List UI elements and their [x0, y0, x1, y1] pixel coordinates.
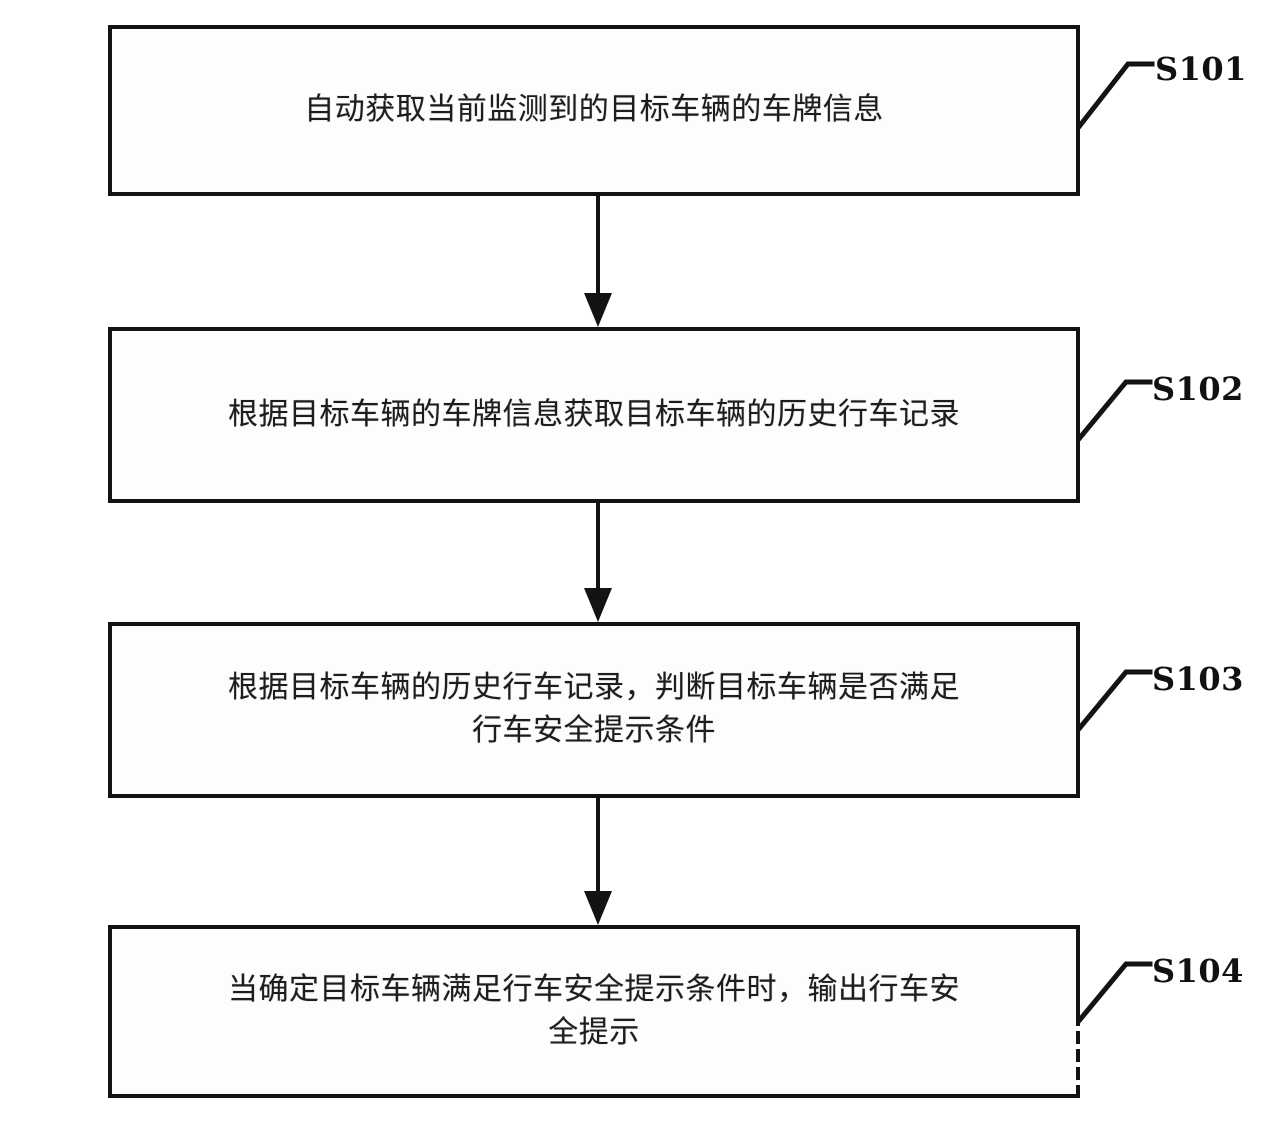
leader-line-s102 [1076, 379, 1153, 442]
box-edge-artifact [1076, 1013, 1080, 1102]
arrowhead-down-icon [584, 891, 612, 925]
step-label-s101: S101 [1155, 50, 1247, 88]
leader-line-s101 [1076, 61, 1155, 130]
process-box-s103-text: 根据目标车辆的历史行车记录，判断目标车辆是否满足 行车安全提示条件 [228, 670, 960, 748]
connector-s103-s104 [584, 798, 612, 925]
process-box-s104[interactable]: 当确定目标车辆满足行车安全提示条件时，输出行车安 全提示 [108, 925, 1080, 1102]
process-box-s102-text: 根据目标车辆的车牌信息获取目标车辆的历史行车记录 [228, 396, 960, 432]
connector-line [596, 503, 600, 588]
arrowhead-down-icon [584, 588, 612, 622]
connector-line [596, 798, 600, 891]
process-box-s103[interactable]: 根据目标车辆的历史行车记录，判断目标车辆是否满足 行车安全提示条件 [108, 622, 1080, 798]
process-box-s102[interactable]: 根据目标车辆的车牌信息获取目标车辆的历史行车记录 [108, 327, 1080, 503]
step-label-s104: S104 [1152, 952, 1244, 990]
leader-line-s104 [1076, 961, 1153, 1024]
connector-s101-s102 [584, 196, 612, 327]
connector-line [596, 196, 600, 293]
leader-line-s103 [1076, 669, 1153, 732]
step-label-s102: S102 [1152, 370, 1244, 408]
process-box-s104-text: 当确定目标车辆满足行车安全提示条件时，输出行车安 全提示 [228, 971, 960, 1050]
arrowhead-down-icon [584, 293, 612, 327]
step-label-s103: S103 [1152, 660, 1244, 698]
connector-s102-s103 [584, 503, 612, 622]
process-box-s101-text: 自动获取当前监测到的目标车辆的车牌信息 [304, 92, 884, 128]
process-box-s101[interactable]: 自动获取当前监测到的目标车辆的车牌信息 [108, 25, 1080, 196]
